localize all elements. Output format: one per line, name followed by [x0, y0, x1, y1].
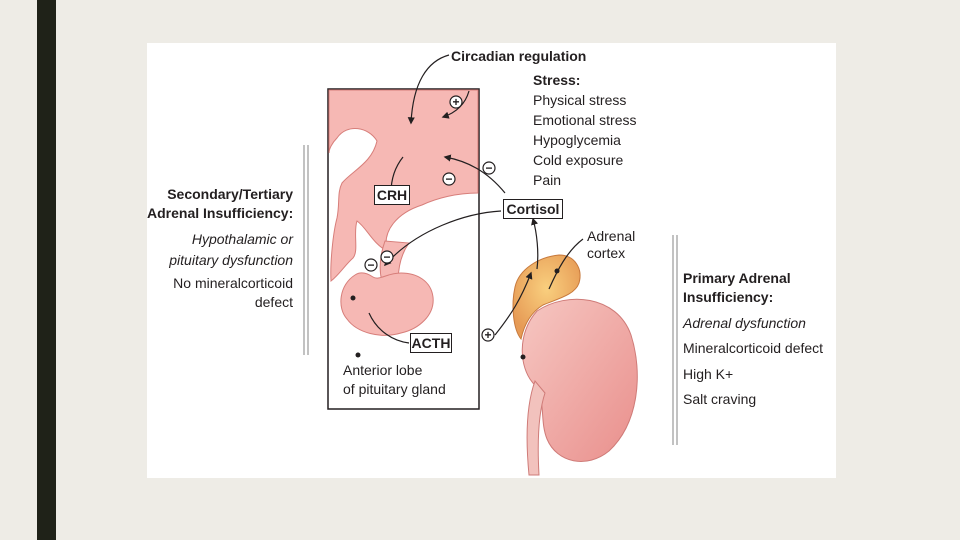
cortisol-label: Cortisol	[503, 199, 563, 219]
adrenal-cortex-pointer	[548, 238, 584, 290]
acth-label: ACTH	[410, 333, 452, 353]
plus-sign: +	[484, 328, 492, 342]
cortisol-feedback-pituitary-arrow	[384, 210, 502, 267]
stress-item: Physical stress	[533, 92, 627, 108]
stress-item: Cold exposure	[533, 152, 624, 168]
secondary-title: Secondary/Tertiary Adrenal Insufficiency…	[147, 186, 294, 221]
minus-sign-circle	[380, 250, 394, 264]
acth-to-adrenal-arrow	[494, 271, 533, 336]
plus-sign-circle	[449, 95, 463, 109]
secondary-cause: Hypothalamic or pituitary dysfunction	[169, 231, 293, 268]
primary-item: Salt craving	[683, 391, 757, 407]
primary-item: Mineralcorticoid defect	[683, 340, 824, 356]
stress-title: Stress:	[533, 72, 581, 88]
left-accent-bar	[37, 0, 56, 540]
pituitary-label-dot	[355, 352, 361, 358]
adrenal-to-cortisol-arrow	[531, 217, 539, 270]
circadian-arrow	[407, 54, 450, 125]
primary-cause: Adrenal dysfunction	[683, 315, 806, 331]
adrenal-pointer-dot	[554, 268, 560, 274]
plus-sign: +	[452, 95, 460, 109]
minus-sign: −	[445, 172, 453, 186]
ureter-shape	[526, 380, 546, 476]
circadian-label: Circadian regulation	[451, 48, 587, 64]
kidney-shape	[521, 298, 638, 462]
primary-title: Primary Adrenal Insufficiency:	[683, 270, 791, 305]
minus-sign: −	[367, 258, 375, 272]
stress-item: Pain	[533, 172, 562, 188]
secondary-note: No mineralcorticoid defect	[173, 275, 293, 310]
primary-item: High K+	[683, 366, 734, 382]
cortisol-feedback-hypothalamus-arrow	[443, 154, 506, 194]
plus-sign-circle	[481, 328, 495, 342]
minus-sign-circle	[482, 161, 496, 175]
stress-item: Emotional stress	[533, 112, 637, 128]
pituitary-pointer-dot	[350, 295, 356, 301]
pituitary-label: Anterior lobe of pituitary gland	[343, 362, 446, 397]
minus-sign: −	[485, 161, 493, 175]
crh-label: CRH	[374, 185, 410, 205]
minus-sign: −	[383, 250, 391, 264]
acth-line	[368, 312, 410, 344]
minus-sign-circle	[364, 258, 378, 272]
adrenal-cortex-label: Adrenal cortex	[587, 228, 636, 261]
kidney-dot	[520, 354, 526, 360]
hpa-axis-diagram: + − − − − + Circadian regulation Stress:…	[147, 43, 836, 478]
stress-item: Hypoglycemia	[533, 132, 621, 148]
pituitary-gland-shape	[340, 272, 434, 336]
minus-sign-circle	[442, 172, 456, 186]
